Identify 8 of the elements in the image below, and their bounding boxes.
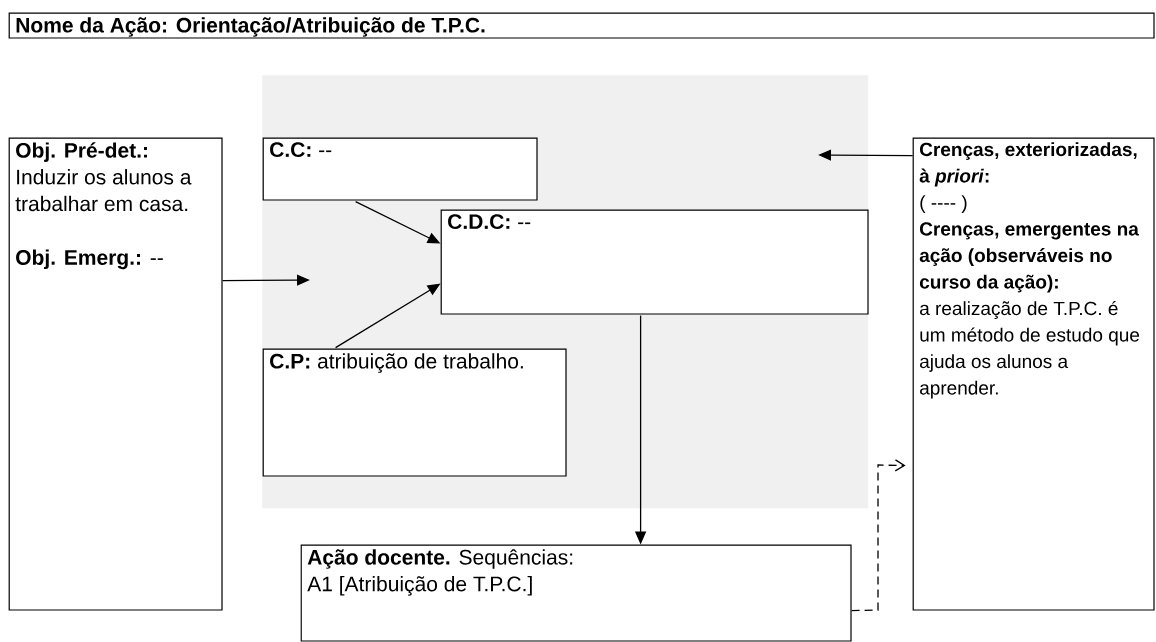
text-box: C.D.C: -- [440,209,869,315]
text-box: Obj. Pré-det.: Induzir os alunos a trabalhar em casa. Obj. Emerg.: -- [8,137,223,611]
text-box: Crenças, exteriorizadas, à priori: ( ---- ) Crenças, emergentes na ação (observáveis no curso da ação): a realização de T.P.C. é um método de estudo que ajuda os alunos a aprender. [912,137,1155,611]
text-box: Nome da Ação: Orientação/Atribuição de T.P.C. [8,12,1155,39]
arrow [850,459,906,612]
text-box: C.C: -- [262,137,538,201]
text-box: C.P: atribuição de trabalho. [262,348,567,477]
text-box: Ação docente. Sequências: A1 [Atribuição de T.P.C.] [300,544,852,642]
